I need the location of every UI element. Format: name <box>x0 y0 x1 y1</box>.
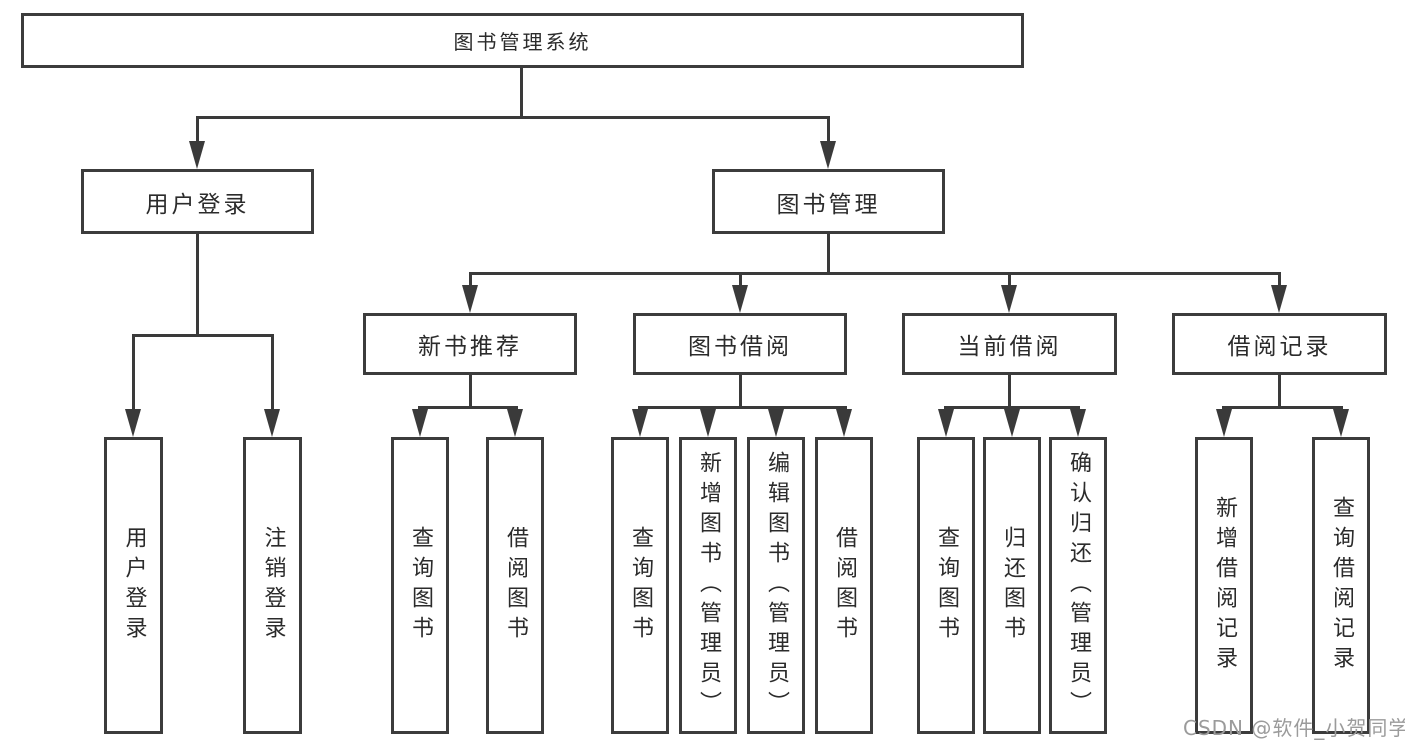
leaf-query-books-current-label: 查询图书 <box>934 525 959 646</box>
connector-line <box>1278 375 1281 409</box>
node-borrow-records-label: 借阅记录 <box>1227 334 1332 360</box>
connector-line <box>739 375 742 409</box>
node-library-system-label: 图书管理系统 <box>453 30 592 54</box>
connector-line <box>196 116 830 119</box>
node-book-management-label: 图书管理 <box>776 191 881 218</box>
connector-line <box>196 234 199 336</box>
leaf-return-book: 归还图书 <box>983 437 1041 734</box>
connector-line <box>739 272 742 292</box>
leaf-edit-book-admin-label: 编辑图书（管理员） <box>764 450 789 721</box>
arrow-down-icon <box>1271 285 1287 313</box>
arrow-down-icon <box>632 409 648 437</box>
leaf-borrow-books-borrow: 借阅图书 <box>815 437 873 734</box>
node-book-borrow: 图书借阅 <box>633 313 847 375</box>
leaf-query-books-borrow-label: 查询图书 <box>628 525 653 646</box>
node-user-login-label: 用户登录 <box>145 191 250 218</box>
leaf-add-borrow-record-label: 新增借阅记录 <box>1212 495 1237 676</box>
leaf-borrow-books-recommend: 借阅图书 <box>486 437 544 734</box>
leaf-confirm-return-admin-label: 确认归还（管理员） <box>1066 450 1091 721</box>
leaf-query-books-borrow: 查询图书 <box>611 437 669 734</box>
node-current-borrow-label: 当前借阅 <box>957 334 1062 360</box>
arrow-down-icon <box>820 141 836 169</box>
arrow-down-icon <box>1001 285 1017 313</box>
connector-line <box>638 406 847 409</box>
arrow-down-icon <box>938 409 954 437</box>
leaf-query-books-recommend-label: 查询图书 <box>408 525 433 646</box>
connector-line <box>418 406 518 409</box>
leaf-logout-label: 注销登录 <box>260 525 286 646</box>
leaf-return-book-label: 归还图书 <box>1000 525 1025 646</box>
leaf-user-login-label: 用户登录 <box>121 525 147 646</box>
connector-line <box>1278 272 1281 292</box>
leaf-borrow-books-recommend-label: 借阅图书 <box>503 525 528 646</box>
leaf-edit-book-admin: 编辑图书（管理员） <box>747 437 805 734</box>
connector-line <box>827 116 830 146</box>
connector-line <box>132 334 135 412</box>
connector-line <box>1008 375 1011 409</box>
arrow-down-icon <box>189 141 205 169</box>
connector-line <box>944 406 1080 409</box>
leaf-query-books-recommend: 查询图书 <box>391 437 449 734</box>
connector-line <box>827 234 830 274</box>
connector-line <box>271 334 274 412</box>
node-current-borrow: 当前借阅 <box>902 313 1117 375</box>
node-book-borrow-label: 图书借阅 <box>688 334 792 360</box>
leaf-user-login: 用户登录 <box>104 437 163 734</box>
leaf-add-book-admin-label: 新增图书（管理员） <box>696 450 721 721</box>
connector-line <box>520 68 523 118</box>
node-book-management: 图书管理 <box>712 169 945 234</box>
connector-line <box>469 272 1281 275</box>
leaf-confirm-return-admin: 确认归还（管理员） <box>1049 437 1107 734</box>
node-library-system: 图书管理系统 <box>21 13 1024 68</box>
arrow-down-icon <box>412 409 428 437</box>
leaf-query-borrow-record-label: 查询借阅记录 <box>1329 495 1354 676</box>
leaf-add-borrow-record: 新增借阅记录 <box>1195 437 1253 734</box>
arrow-down-icon <box>732 285 748 313</box>
connector-line <box>469 272 472 292</box>
arrow-down-icon <box>836 409 852 437</box>
node-user-login: 用户登录 <box>81 169 314 234</box>
leaf-add-book-admin: 新增图书（管理员） <box>679 437 737 734</box>
arrow-down-icon <box>768 409 784 437</box>
arrow-down-icon <box>462 285 478 313</box>
arrow-down-icon <box>700 409 716 437</box>
node-new-book-recommend-label: 新书推荐 <box>418 334 522 360</box>
arrow-down-icon <box>125 409 141 437</box>
leaf-query-borrow-record: 查询借阅记录 <box>1312 437 1370 734</box>
node-borrow-records: 借阅记录 <box>1172 313 1387 375</box>
node-new-book-recommend: 新书推荐 <box>363 313 577 375</box>
csdn-watermark: CSDN @软件_小贺同学 <box>1183 716 1405 740</box>
arrow-down-icon <box>264 409 280 437</box>
arrow-down-icon <box>507 409 523 437</box>
leaf-logout: 注销登录 <box>243 437 302 734</box>
arrow-down-icon <box>1216 409 1232 437</box>
arrow-down-icon <box>1004 409 1020 437</box>
leaf-borrow-books-borrow-label: 借阅图书 <box>832 525 857 646</box>
connector-line <box>132 334 274 337</box>
arrow-down-icon <box>1333 409 1349 437</box>
connector-line <box>469 375 472 409</box>
arrow-down-icon <box>1070 409 1086 437</box>
connector-line <box>1008 272 1011 292</box>
connector-line <box>196 116 199 146</box>
leaf-query-books-current: 查询图书 <box>917 437 975 734</box>
connector-line <box>1222 406 1343 409</box>
